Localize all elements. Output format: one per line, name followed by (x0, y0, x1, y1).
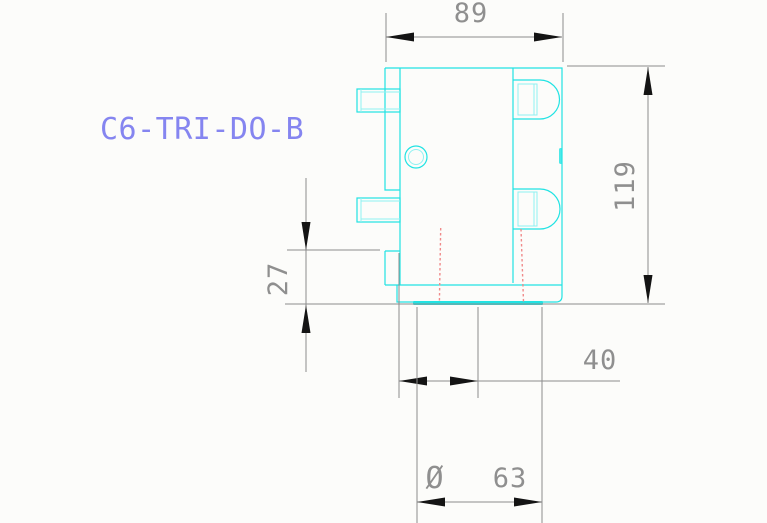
part-side-view (356, 67, 563, 305)
arrowhead-left-icon (417, 497, 445, 507)
arrowhead-up-icon (643, 67, 653, 95)
arrowhead-down-icon (643, 275, 653, 303)
dim-119-text: 119 (610, 160, 641, 212)
dim-89-text: 89 (454, 0, 489, 29)
part-number-label: C6-TRI-DO-B (100, 112, 304, 147)
diameter-symbol-icon: Ø (425, 461, 444, 496)
arrowhead-up-icon (301, 305, 311, 333)
hole-circle (404, 145, 428, 169)
arrowhead-right-icon (534, 32, 562, 42)
arrowhead-left-icon (399, 376, 427, 386)
dim-27-text: 27 (263, 262, 294, 297)
dimension-left-step: 27 (263, 178, 380, 372)
arrowhead-right-icon (514, 497, 542, 507)
dimension-bottom-offset: 40 (398, 253, 620, 398)
mounting-tab-bottom (356, 197, 401, 223)
arrowhead-left-icon (386, 32, 414, 42)
dim-63-text: 63 (493, 463, 528, 494)
dimension-top-width: 89 (385, 0, 564, 62)
mounting-tab-top (356, 88, 401, 113)
d-boss-bottom (513, 188, 561, 230)
d-boss-top (513, 79, 561, 120)
body-outline (384, 67, 563, 286)
base-slab (396, 285, 563, 303)
centerlines-red-dashed (438, 227, 525, 303)
arrowhead-right-icon (450, 376, 478, 386)
dimension-bottom-diameter: Ø 63 (416, 307, 543, 523)
arrowhead-down-icon (301, 222, 311, 250)
dim-40-text: 40 (583, 345, 618, 376)
dimension-right-height: 119 (567, 65, 665, 303)
edge-bump (559, 148, 563, 164)
